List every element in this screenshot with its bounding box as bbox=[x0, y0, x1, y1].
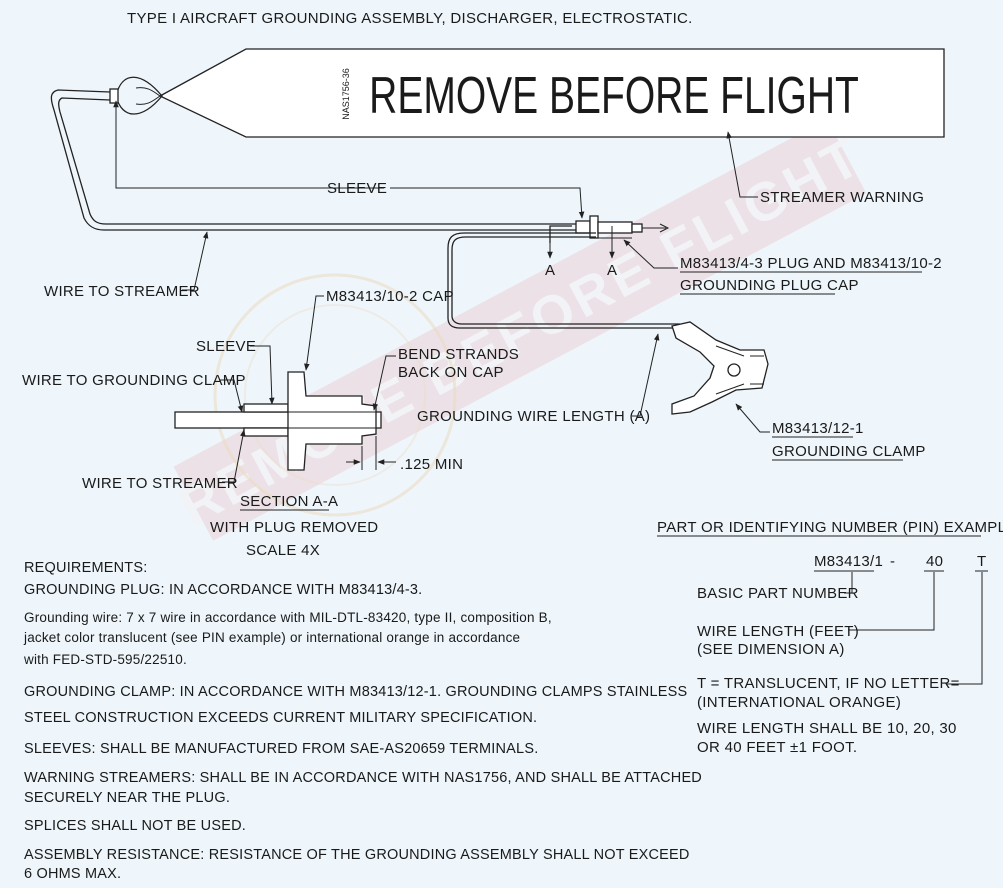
req-clamp-2: STEEL CONSTRUCTION EXCEEDS CURRENT MILIT… bbox=[24, 710, 537, 726]
req-splices: SPLICES SHALL NOT BE USED. bbox=[24, 818, 246, 834]
pin-wire-length-1: WIRE LENGTH (FEET) bbox=[697, 623, 859, 640]
drawing-title: TYPE I AIRCRAFT GROUNDING ASSEMBLY, DISC… bbox=[127, 10, 693, 27]
req-streamers-2: SECURELY NEAR THE PLUG. bbox=[24, 790, 230, 806]
streamer-text: REMOVE BEFORE FLIGHT bbox=[369, 65, 859, 124]
req-plug: GROUNDING PLUG: IN ACCORDANCE WITH M8341… bbox=[24, 582, 422, 598]
req-resistance-2: 6 OHMS MAX. bbox=[24, 866, 121, 882]
pin-suffix: T bbox=[977, 553, 986, 570]
watermark-ring bbox=[213, 273, 457, 517]
req-wire-1: Grounding wire: 7 x 7 wire in accordance… bbox=[24, 610, 552, 625]
section-sub-1: WITH PLUG REMOVED bbox=[210, 519, 378, 536]
label-min-gap: .125 MIN bbox=[400, 456, 463, 473]
plug-assembly bbox=[575, 215, 670, 239]
req-sleeves: SLEEVES: SHALL BE MANUFACTURED FROM SAE-… bbox=[24, 741, 538, 757]
req-clamp-1: GROUNDING CLAMP: IN ACCORDANCE WITH M834… bbox=[24, 684, 687, 700]
label-cap: M83413/10-2 CAP bbox=[326, 288, 454, 305]
pin-dash: - bbox=[890, 553, 895, 570]
label-ground-wire-length: GROUNDING WIRE LENGTH (A) bbox=[417, 408, 650, 425]
label-clamp-1: M83413/12-1 bbox=[772, 420, 864, 437]
pin-wire-length-2: (SEE DIMENSION A) bbox=[697, 641, 845, 658]
req-wire-2: jacket color translucent (see PIN exampl… bbox=[23, 630, 520, 645]
streamer-flag: NAS1756-36 REMOVE BEFORE FLIGHT bbox=[158, 48, 945, 138]
req-resistance-1: ASSEMBLY RESISTANCE: RESISTANCE OF THE G… bbox=[24, 847, 690, 863]
watermark: REMOVE BEFORE FLIGHT bbox=[170, 119, 872, 541]
pin-t-2: (INTERNATIONAL ORANGE) bbox=[697, 694, 901, 711]
nas-code: NAS1756-36 bbox=[341, 68, 351, 120]
req-heading: REQUIREMENTS: bbox=[24, 560, 147, 576]
req-wire-3: with FED-STD-595/22510. bbox=[23, 652, 187, 667]
label-sleeve-top: SLEEVE bbox=[327, 180, 387, 197]
label-bend-2: BACK ON CAP bbox=[398, 364, 504, 381]
pin-example: PART OR IDENTIFYING NUMBER (PIN) EXAMPLE… bbox=[657, 519, 1003, 756]
section-a-left: A bbox=[545, 262, 555, 279]
pin-base: M83413/1 bbox=[814, 553, 883, 570]
section-a-right: A bbox=[607, 262, 617, 279]
label-streamer-warning: STREAMER WARNING bbox=[760, 189, 924, 206]
grounding-clamp bbox=[671, 321, 769, 415]
pin-length: 40 bbox=[926, 553, 943, 570]
pin-heading: PART OR IDENTIFYING NUMBER (PIN) EXAMPLE… bbox=[657, 519, 1003, 536]
pin-lengths-1: WIRE LENGTH SHALL BE 10, 20, 30 bbox=[697, 720, 957, 737]
label-plug-1: M83413/4-3 PLUG AND M83413/10-2 bbox=[680, 255, 942, 272]
label-sleeve-section: SLEEVE bbox=[196, 338, 256, 355]
label-bend-1: BEND STRANDS bbox=[398, 346, 519, 363]
section-title: SECTION A-A bbox=[240, 493, 338, 510]
section-a-a bbox=[174, 371, 382, 471]
pin-lengths-2: OR 40 FEET ±1 FOOT. bbox=[697, 739, 857, 756]
pin-t-1: T = TRANSLUCENT, IF NO LETTER= bbox=[697, 675, 960, 692]
label-wire-to-streamer-top: WIRE TO STREAMER bbox=[44, 283, 200, 300]
requirements-block: REQUIREMENTS: GROUNDING PLUG: IN ACCORDA… bbox=[23, 560, 702, 882]
section-sub-2: SCALE 4X bbox=[246, 542, 320, 559]
label-clamp-2: GROUNDING CLAMP bbox=[772, 443, 926, 460]
label-plug-2: GROUNDING PLUG CAP bbox=[680, 277, 859, 294]
req-streamers-1: WARNING STREAMERS: SHALL BE IN ACCORDANC… bbox=[24, 770, 702, 786]
label-wire-to-streamer-section: WIRE TO STREAMER bbox=[82, 475, 238, 492]
pin-basic-part: BASIC PART NUMBER bbox=[697, 585, 859, 602]
label-wire-to-clamp: WIRE TO GROUNDING CLAMP bbox=[22, 372, 246, 389]
